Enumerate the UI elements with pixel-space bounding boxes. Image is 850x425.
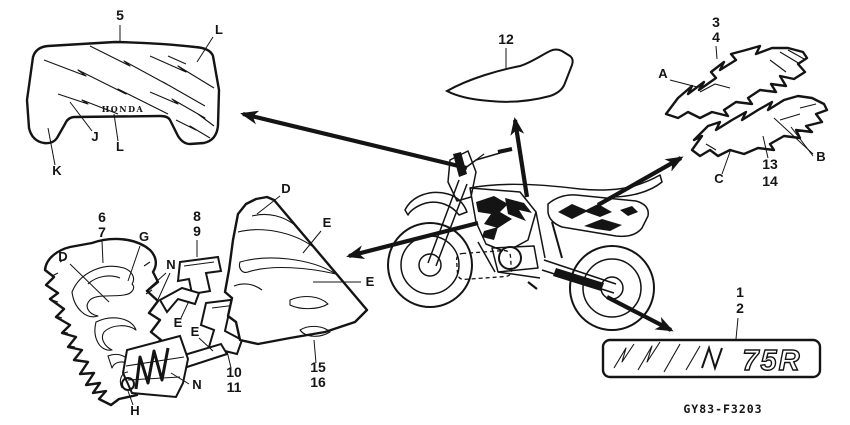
- callout-7: 7: [98, 224, 106, 240]
- front-hub: [418, 253, 442, 277]
- callout-14: 14: [762, 173, 778, 189]
- panel-camo-mark: [558, 204, 612, 219]
- plate-decal-shape: [223, 195, 369, 346]
- callout-15: 15: [310, 359, 326, 375]
- rear-shock: [551, 221, 563, 259]
- frame-tube: [477, 241, 496, 273]
- callout-N-1: N: [166, 257, 175, 272]
- graffiti-ring: [121, 377, 135, 391]
- panel-decal-upper-shape: [664, 44, 809, 120]
- rear-rim: [582, 258, 642, 318]
- model-decal-text: 75R: [742, 345, 801, 377]
- arrow-to-shroud-decals: [346, 220, 479, 260]
- graffiti-slash: [701, 344, 723, 372]
- callout-C: C: [714, 171, 724, 186]
- callout-2: 2: [736, 300, 744, 316]
- callout-E-4: E: [366, 274, 375, 289]
- panel-camo-mark: [620, 206, 638, 216]
- location-arrows: [240, 110, 684, 332]
- swingarm-decal-mark: [553, 268, 604, 291]
- swingarm-decal-group: 75R 1 2: [601, 284, 822, 379]
- engine-block: [491, 245, 539, 273]
- panel-camo-mark: [584, 219, 622, 231]
- shroud-decals-group: 6 7 D G N 8 9 E E 10 11 N H D E E 15 16: [43, 181, 375, 418]
- callout-8: 8: [193, 208, 201, 224]
- callout-16: 16: [310, 374, 326, 390]
- engine-case: [498, 246, 522, 270]
- panel-decal-lower-shape: [690, 94, 829, 158]
- arrow-to-panel-decals: [596, 156, 684, 207]
- grip: [497, 147, 513, 154]
- side-panel: [547, 194, 649, 238]
- callout-K: K: [52, 163, 62, 178]
- tank-shroud: [469, 187, 537, 253]
- panel-decals-group: 3 4 A B C 13 14: [658, 14, 829, 189]
- callout-6: 6: [98, 209, 106, 225]
- fork-tube: [435, 183, 468, 267]
- callout-10: 10: [226, 364, 242, 380]
- bracket-decal-8-9: [176, 255, 223, 296]
- seat-decal-shape: [444, 48, 574, 103]
- callout-G: G: [139, 229, 149, 244]
- bracket-decal-n: [158, 286, 201, 314]
- arrow-to-seat-decal: [510, 117, 530, 198]
- callout-3: 3: [712, 14, 720, 30]
- tank-decal-group: HONDA 5 L J L K: [25, 7, 223, 178]
- front-fender: [404, 191, 468, 216]
- callout-D-shroud: D: [58, 249, 67, 264]
- graffiti-m-mark: [134, 347, 170, 390]
- figure-code: GY83-F3203: [683, 402, 762, 416]
- swingarm: [543, 259, 617, 285]
- tank-camo-mark: [476, 196, 512, 228]
- tank-camo-mark: [505, 198, 532, 221]
- tank-camo-mark: [482, 227, 498, 240]
- callout-E-3: E: [323, 215, 332, 230]
- callout-J: J: [91, 129, 98, 144]
- callout-11: 11: [227, 379, 242, 395]
- callout-13: 13: [762, 156, 778, 172]
- arrow-to-tank-decal: [240, 110, 468, 171]
- arrow-to-swingarm-decal: [606, 295, 674, 332]
- callout-5: 5: [116, 7, 124, 23]
- callout-1: 1: [736, 284, 744, 300]
- callout-D-plate: D: [281, 181, 290, 196]
- callout-L-tank-2: L: [116, 139, 124, 154]
- lower-decal-shape: [121, 334, 190, 399]
- motorcycle-drawing: [387, 147, 663, 331]
- callout-12: 12: [498, 31, 514, 47]
- hidden-decal-outline: [455, 249, 513, 281]
- callout-9: 9: [193, 223, 201, 239]
- footpeg: [527, 281, 538, 290]
- honda-logo-text: HONDA: [102, 104, 144, 114]
- seat-decal-group: 12: [444, 31, 574, 103]
- callout-A: A: [658, 66, 668, 81]
- callout-B: B: [816, 149, 825, 164]
- lever: [475, 153, 485, 161]
- frame-tube: [535, 211, 546, 259]
- callout-E-2: E: [191, 324, 200, 339]
- callout-H: H: [130, 403, 139, 418]
- callout-E-1: E: [174, 315, 183, 330]
- frame-bottom: [497, 271, 541, 279]
- callout-N-2: N: [192, 377, 201, 392]
- callout-4: 4: [712, 29, 720, 45]
- callout-L-tank-1: L: [215, 22, 223, 37]
